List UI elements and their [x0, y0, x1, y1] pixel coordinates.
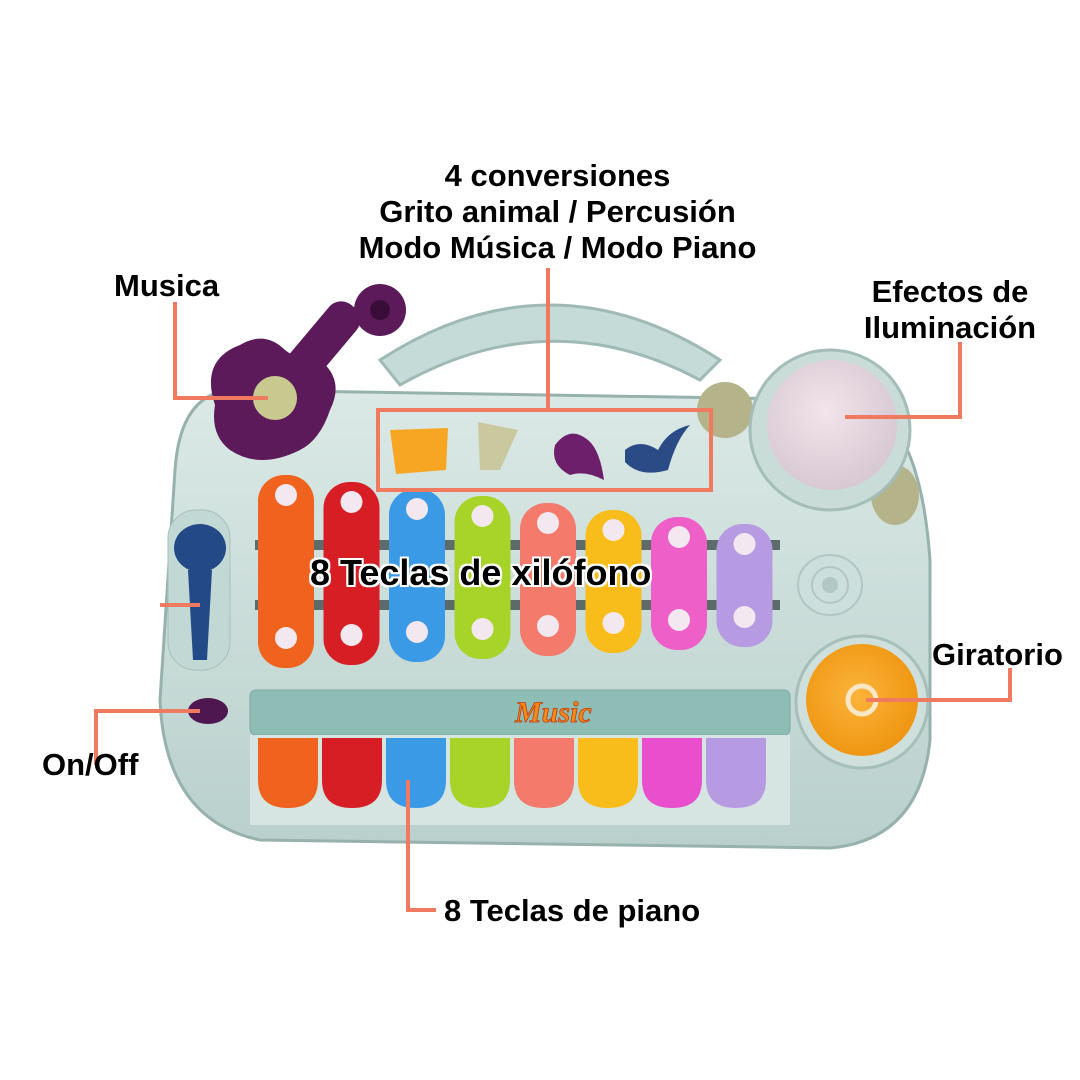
handle	[377, 303, 723, 387]
piano-key[interactable]	[706, 738, 766, 808]
label-modes: 4 conversiones Grito animal / Percusión …	[330, 158, 785, 266]
piano-key[interactable]	[578, 738, 638, 808]
label-lights-line1: Efectos de	[871, 274, 1029, 309]
leader-power	[94, 709, 200, 765]
piano-key[interactable]	[450, 738, 510, 808]
mode-buttons	[390, 422, 690, 480]
piano-key[interactable]	[642, 738, 702, 808]
mode-button-note[interactable]	[625, 425, 690, 473]
label-lights-line2: Iluminación	[863, 310, 1037, 345]
xylophone-key[interactable]	[716, 524, 773, 647]
leader-music	[173, 302, 268, 400]
label-power: On/Off	[42, 747, 139, 782]
leader-lights	[845, 342, 962, 419]
xylophone-key[interactable]	[323, 482, 380, 665]
guitar-music-button	[210, 284, 406, 460]
piano-key[interactable]	[386, 738, 446, 808]
leader-lines	[94, 268, 1012, 912]
spinner-dial	[794, 634, 930, 770]
piano-key[interactable]	[322, 738, 382, 808]
light-dome	[697, 348, 919, 525]
xylophone-keys	[258, 475, 773, 668]
label-modes-line2: Grito animal / Percusión	[379, 194, 736, 229]
microphone	[167, 509, 231, 671]
banner-text: Music	[514, 696, 592, 729]
piano-key[interactable]	[258, 738, 318, 808]
xylophone-key[interactable]	[585, 510, 642, 653]
piano-keys	[258, 738, 766, 808]
piano-key[interactable]	[514, 738, 574, 808]
label-piano: 8 Teclas de piano	[444, 893, 701, 928]
modes-box	[376, 408, 713, 492]
mode-button-heart[interactable]	[554, 433, 604, 480]
label-spinner: Giratorio	[932, 637, 1063, 672]
xylophone-key[interactable]	[389, 489, 445, 662]
xylophone-key[interactable]	[454, 496, 511, 659]
label-xylophone: 8 Teclas de xilófono	[310, 552, 652, 593]
leader-spinner	[866, 668, 1012, 702]
leader-piano	[406, 780, 436, 912]
mode-button-harp[interactable]	[478, 422, 518, 470]
mode-button-accordion[interactable]	[390, 428, 448, 474]
label-music: Musica	[114, 268, 220, 303]
label-lights: Efectos de Iluminación	[850, 274, 1050, 346]
power-button	[188, 698, 228, 724]
xylophone-key[interactable]	[520, 503, 576, 656]
xylophone-key[interactable]	[258, 475, 314, 668]
xylophone-key[interactable]	[651, 517, 707, 650]
label-modes-line1: 4 conversiones	[444, 158, 671, 193]
label-modes-line3: Modo Música / Modo Piano	[358, 230, 757, 265]
